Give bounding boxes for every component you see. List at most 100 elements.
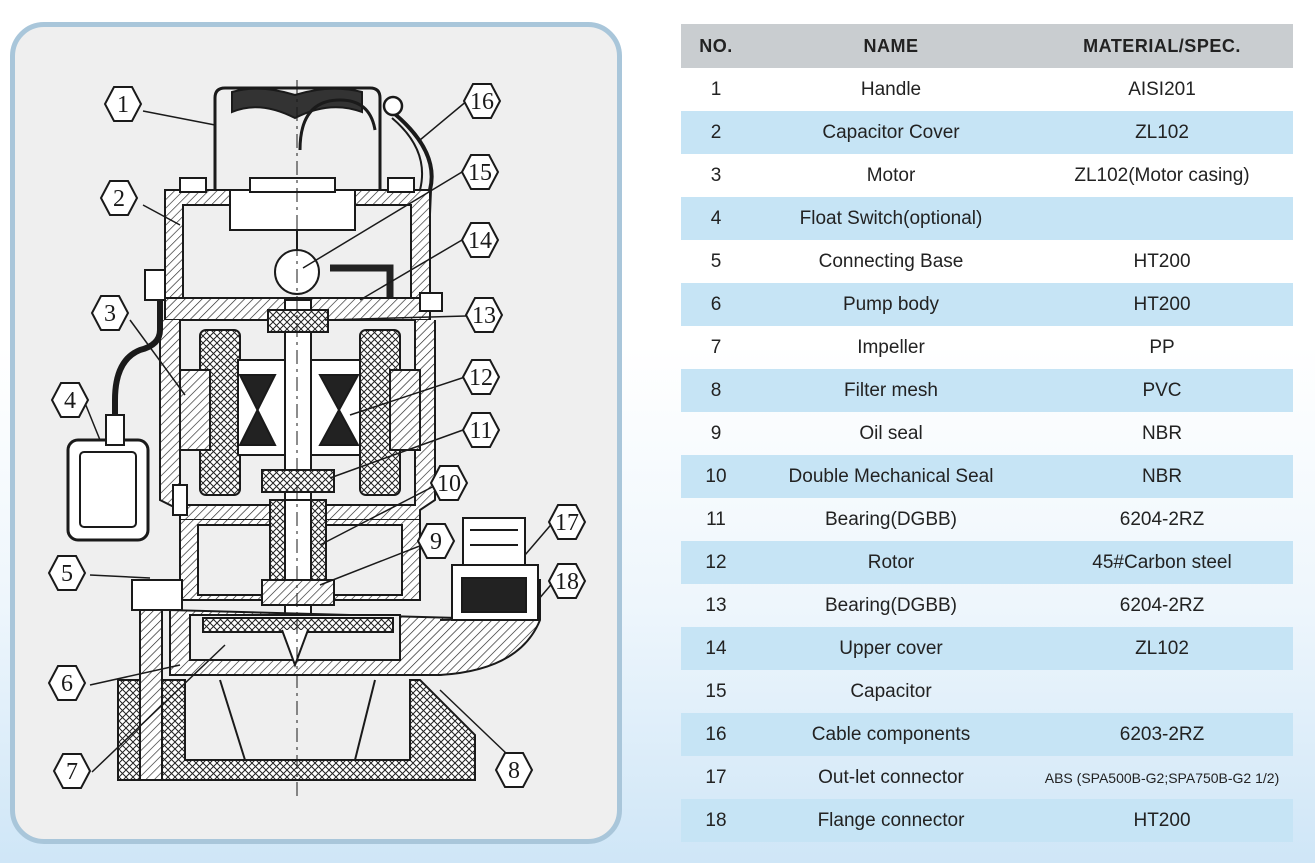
row-material: ZL102 — [1135, 637, 1189, 659]
row-no: 1 — [710, 78, 722, 100]
callout-marker — [460, 154, 500, 190]
callout-marker — [461, 412, 501, 448]
row-name: Filter mesh — [844, 379, 938, 401]
callout-marker — [462, 83, 502, 119]
callout-marker — [416, 523, 456, 559]
header-name: NAME — [863, 35, 919, 56]
table-row: 15 Capacitor — [681, 670, 1293, 713]
row-name: Oil seal — [859, 422, 923, 444]
row-no: 15 — [705, 680, 727, 702]
row-name: Upper cover — [839, 637, 943, 659]
lower-bearing — [261, 469, 335, 493]
row-material: PVC — [1142, 379, 1182, 401]
callout-marker — [50, 382, 90, 418]
row-no: 11 — [706, 508, 726, 530]
callout-number: 14 — [468, 228, 492, 254]
row-no: 12 — [705, 551, 727, 573]
header-material: MATERIAL/SPEC. — [1083, 35, 1241, 56]
table-row: 1 Handle AISI201 — [681, 68, 1293, 111]
row-material: HT200 — [1133, 809, 1191, 831]
handle-grip — [231, 87, 363, 120]
callout-number: 17 — [555, 510, 579, 536]
callout-marker — [547, 563, 587, 599]
row-name: Motor — [866, 164, 916, 186]
table-row: 16 Cable components 6203-2RZ — [681, 713, 1293, 756]
row-material: 45#Carbon steel — [1092, 551, 1232, 573]
callout-marker — [47, 555, 87, 591]
row-name: Capacitor — [850, 680, 932, 702]
row-name: Impeller — [857, 336, 925, 358]
connecting-base — [131, 579, 183, 611]
row-name: Cable components — [811, 723, 971, 745]
callout-marker — [52, 753, 92, 789]
row-material: PP — [1149, 336, 1175, 358]
row-material: ABS (SPA500B-G2;SPA750B-G2 1/2) — [1044, 769, 1280, 786]
row-no: 3 — [710, 164, 722, 186]
row-material: NBR — [1141, 465, 1183, 487]
row-no: 18 — [705, 809, 727, 831]
row-name: Handle — [860, 78, 922, 100]
callout-number: 8 — [508, 758, 520, 784]
row-material: HT200 — [1133, 250, 1191, 272]
callout-number: 13 — [472, 303, 496, 329]
callout-number: 5 — [61, 561, 73, 587]
callout-number: 10 — [437, 471, 461, 497]
callout-marker — [103, 86, 143, 122]
callout-marker — [90, 295, 130, 331]
callout-number: 2 — [113, 186, 125, 212]
row-no: 14 — [705, 637, 727, 659]
row-no: 8 — [710, 379, 722, 401]
header-no: NO. — [699, 35, 733, 56]
row-no: 4 — [710, 207, 722, 229]
callout-number: 9 — [430, 529, 442, 555]
table-row: 14 Upper cover ZL102 — [681, 627, 1293, 670]
table-header: NO. NAME MATERIAL/SPEC. — [681, 24, 1293, 68]
row-material: ZL102 — [1135, 121, 1189, 143]
table-row: 4 Float Switch(optional) — [681, 197, 1293, 240]
callout-marker — [460, 222, 500, 258]
callout-marker — [461, 359, 501, 395]
table-row: 17 Out-let connector ABS (SPA500B-G2;SPA75… — [681, 756, 1293, 799]
row-no: 17 — [705, 766, 727, 788]
row-material: 6204-2RZ — [1119, 508, 1205, 530]
row-material: NBR — [1141, 422, 1183, 444]
row-name: Out-let connector — [818, 766, 964, 788]
callout-number: 4 — [64, 388, 76, 414]
row-material: 6203-2RZ — [1119, 723, 1205, 745]
callout-marker — [547, 504, 587, 540]
upper-bearing — [267, 309, 329, 333]
row-no: 13 — [705, 594, 727, 616]
callout-number: 1 — [117, 92, 129, 118]
row-name: Double Mechanical Seal — [788, 465, 994, 487]
row-material: AISI201 — [1128, 78, 1196, 100]
row-no: 16 — [705, 723, 727, 745]
row-name: Bearing(DGBB) — [825, 594, 957, 616]
callout-number: 3 — [104, 301, 116, 327]
callout-marker — [99, 180, 139, 216]
row-material: HT200 — [1133, 293, 1191, 315]
callout-marker — [47, 665, 87, 701]
row-no: 7 — [710, 336, 722, 358]
row-no: 2 — [710, 121, 722, 143]
callout-number: 16 — [470, 89, 494, 115]
table-row: 8 Filter mesh PVC — [681, 369, 1293, 412]
table-row: 12 Rotor 45#Carbon steel — [681, 541, 1293, 584]
callout-marker — [464, 297, 504, 333]
table-row: 7 Impeller PP — [681, 326, 1293, 369]
row-name: Float Switch(optional) — [799, 207, 983, 229]
row-name: Rotor — [867, 551, 915, 573]
row-name: Connecting Base — [818, 250, 964, 272]
row-no: 6 — [710, 293, 722, 315]
callout-number: 7 — [66, 759, 78, 785]
callout-number: 6 — [61, 671, 73, 697]
